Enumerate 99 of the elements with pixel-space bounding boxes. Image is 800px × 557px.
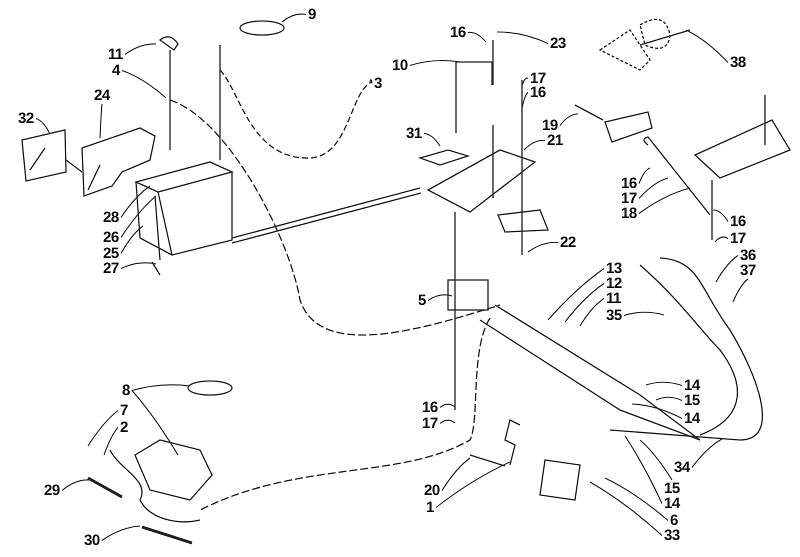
leader-line [424, 132, 440, 146]
leader-line [132, 390, 178, 456]
callout-number: 14 [684, 411, 700, 426]
leader-line [646, 382, 682, 386]
callout-number: 15 [664, 481, 680, 496]
leader-line [440, 404, 456, 408]
callout-number: 11 [606, 291, 621, 306]
leader-line [714, 236, 728, 242]
leader-line [440, 420, 456, 424]
callout-number: 33 [664, 528, 680, 543]
leader-line [436, 462, 510, 508]
leader-line [102, 525, 140, 541]
leader-line [124, 43, 156, 55]
callout-number: 34 [674, 460, 690, 475]
callout-number: 18 [621, 206, 637, 221]
leader-line [369, 79, 373, 84]
leader-line [564, 283, 604, 322]
leader-line [122, 70, 166, 98]
callout-number: 17 [730, 231, 746, 246]
leader-line [410, 60, 460, 66]
callout-number: 13 [606, 261, 622, 276]
callout-number: 16 [621, 176, 637, 191]
leader-line [638, 168, 650, 184]
leader-line [560, 113, 578, 126]
leader-line [638, 187, 690, 214]
leader-line [524, 140, 546, 150]
callout-number: 38 [730, 55, 746, 70]
callout-number: 23 [550, 36, 566, 51]
leader-line [282, 14, 306, 22]
callout-number: 37 [740, 263, 756, 278]
leader-line [580, 298, 604, 326]
callout-number: 16 [730, 214, 746, 229]
callout-number: 16 [450, 25, 466, 40]
leader-line [103, 427, 118, 456]
leader-line [640, 440, 672, 480]
callout-number: 17 [422, 416, 438, 431]
callout-number: 21 [547, 133, 563, 148]
callout-number: 12 [606, 276, 622, 291]
leader-line [497, 31, 548, 44]
callout-number: 16 [422, 400, 438, 415]
leader-line [632, 403, 682, 419]
leader-line [120, 196, 156, 238]
callout-number: 28 [103, 210, 119, 225]
leader-line [716, 255, 738, 282]
leader-line [692, 438, 722, 468]
callout-number: 22 [560, 235, 576, 250]
callout-number: 15 [684, 393, 700, 408]
callout-number: 20 [424, 483, 440, 498]
leader-line [120, 262, 156, 269]
callout-number: 27 [103, 261, 119, 276]
leader-line [521, 92, 528, 108]
leader-line [604, 478, 668, 521]
leader-line [521, 78, 528, 86]
callout-number: 35 [606, 308, 622, 323]
leader-line [428, 294, 452, 301]
callout-number: 11 [108, 47, 123, 62]
callout-number: 14 [684, 378, 700, 393]
leader-line [88, 410, 118, 446]
callout-number: 5 [418, 293, 426, 308]
leader-line [590, 482, 662, 536]
leader-line [624, 312, 664, 316]
callout-number: 16 [530, 85, 546, 100]
callout-number: 1 [426, 500, 434, 515]
callout-number: 17 [621, 191, 637, 206]
leader-line [468, 32, 486, 42]
leader-line [36, 118, 50, 134]
leader-line [442, 458, 470, 491]
leader-line [120, 226, 144, 254]
callout-number: 7 [120, 403, 128, 418]
leader-line [686, 30, 728, 63]
callout-number: 9 [308, 7, 316, 22]
leader-line [638, 177, 668, 199]
callout-number: 32 [18, 111, 34, 126]
callout-number: 17 [530, 71, 546, 86]
callout-number: 31 [406, 126, 422, 141]
leader-line [62, 479, 89, 491]
callout-number: 3 [374, 76, 382, 91]
leader-line [120, 186, 150, 218]
callout-number: 29 [44, 483, 60, 498]
callout-number: 2 [120, 420, 128, 435]
leader-line [732, 278, 748, 302]
leader-line [712, 209, 728, 222]
leader-line [656, 396, 682, 401]
callout-number: 4 [112, 63, 120, 78]
callout-number: 26 [103, 230, 119, 245]
callout-number: 19 [542, 118, 558, 133]
callout-number: 10 [392, 58, 408, 73]
callout-number: 25 [103, 246, 119, 261]
leader-line [624, 436, 662, 504]
callout-number: 14 [664, 496, 680, 511]
leader-line [548, 268, 604, 320]
leader-line [99, 104, 103, 138]
callout-number: 6 [670, 513, 678, 528]
leader-line [528, 242, 558, 252]
callout-number: 36 [740, 248, 756, 263]
callout-number: 30 [84, 533, 100, 548]
callout-number: 8 [122, 383, 130, 398]
callout-number: 24 [94, 88, 110, 103]
leader-line [132, 384, 190, 392]
